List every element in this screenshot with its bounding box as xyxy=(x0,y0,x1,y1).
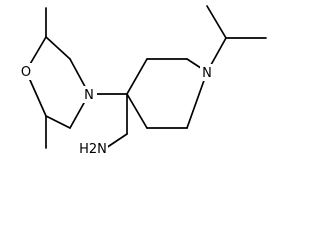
bond-ch2top-cq xyxy=(45,36,71,60)
oxygen-label: O xyxy=(21,65,31,80)
bond-c4-c3 xyxy=(126,58,148,95)
morpholine-nitrogen-label: N xyxy=(84,88,94,103)
amine-label-bg xyxy=(78,140,108,157)
bond-ch2-nh2 xyxy=(105,133,128,149)
morpholine-nitrogen-label-bg xyxy=(82,86,97,103)
amine-label: H2N xyxy=(79,142,107,157)
bond-ch-methyl1 xyxy=(206,5,227,39)
oxygen-label-bg xyxy=(18,63,34,80)
bond-n1p-c6p xyxy=(186,71,208,129)
bond-ch2bot-c6 xyxy=(45,115,71,129)
piperidine-nitrogen-label: N xyxy=(202,66,212,81)
piperidine-nitrogen-label-bg xyxy=(200,64,215,81)
molecule-structure: O N N H2N xyxy=(18,5,267,157)
bond-c5-c4 xyxy=(126,93,148,129)
